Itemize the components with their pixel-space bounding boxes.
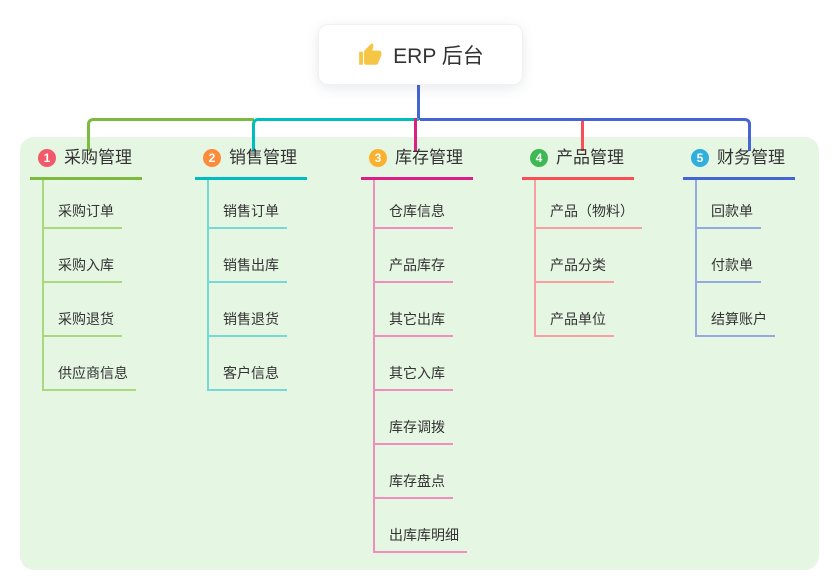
child-node[interactable]: 采购退货: [44, 283, 122, 337]
connector-elbow-purchase: [87, 118, 254, 151]
child-node[interactable]: 库存盘点: [375, 445, 453, 499]
priority-badge-1: 1: [38, 149, 56, 167]
child-node[interactable]: 产品分类: [536, 229, 614, 283]
child-node[interactable]: 付款单: [697, 229, 761, 283]
branch-sales: 2 销售管理 销售订单 销售出库 销售退货 客户信息: [195, 146, 307, 391]
branch-inventory: 3 库存管理 仓库信息 产品库存 其它出库 其它入库 库存调拨 库存盘点 出库库…: [361, 146, 473, 553]
branch-node-product[interactable]: 4 产品管理: [522, 146, 634, 180]
branch-label: 销售管理: [229, 148, 297, 167]
branch-node-inventory[interactable]: 3 库存管理: [361, 146, 473, 180]
root-node[interactable]: ERP 后台: [318, 24, 523, 85]
connector-root-vertical: [417, 85, 420, 120]
child-node[interactable]: 销售订单: [209, 180, 287, 229]
branch-node-purchase[interactable]: 1 采购管理: [30, 146, 142, 180]
child-node[interactable]: 采购入库: [44, 229, 122, 283]
child-node[interactable]: 供应商信息: [44, 337, 136, 391]
branch-purchase: 1 采购管理 采购订单 采购入库 采购退货 供应商信息: [30, 146, 142, 391]
child-node[interactable]: 回款单: [697, 180, 761, 229]
connector-drop-inventory: [414, 118, 417, 151]
priority-badge-2: 2: [203, 149, 221, 167]
child-node[interactable]: 其它入库: [375, 337, 453, 391]
child-node[interactable]: 销售退货: [209, 283, 287, 337]
child-node[interactable]: 产品（物料）: [536, 180, 642, 229]
child-node[interactable]: 产品单位: [536, 283, 614, 337]
branch-node-sales[interactable]: 2 销售管理: [195, 146, 307, 180]
branch-children-purchase: 采购订单 采购入库 采购退货 供应商信息: [42, 180, 136, 391]
priority-badge-5: 5: [691, 149, 709, 167]
priority-badge-4: 4: [530, 149, 548, 167]
thumbs-up-icon: [357, 42, 383, 68]
branch-product: 4 产品管理 产品（物料） 产品分类 产品单位: [522, 146, 642, 337]
child-node[interactable]: 仓库信息: [375, 180, 453, 229]
child-node[interactable]: 其它出库: [375, 283, 453, 337]
branch-children-inventory: 仓库信息 产品库存 其它出库 其它入库 库存调拨 库存盘点 出库库明细: [373, 180, 467, 553]
branch-finance: 5 财务管理 回款单 付款单 结算账户: [683, 146, 795, 337]
connector-drop-product: [581, 121, 584, 151]
branch-children-finance: 回款单 付款单 结算账户: [695, 180, 775, 337]
connector-elbow-sales: [252, 118, 419, 151]
branch-children-sales: 销售订单 销售出库 销售退货 客户信息: [207, 180, 287, 391]
branch-children-product: 产品（物料） 产品分类 产品单位: [534, 180, 642, 337]
child-node[interactable]: 销售出库: [209, 229, 287, 283]
child-node[interactable]: 出库库明细: [375, 499, 467, 553]
branch-label: 财务管理: [717, 148, 785, 167]
child-node[interactable]: 产品库存: [375, 229, 453, 283]
child-node[interactable]: 结算账户: [697, 283, 775, 337]
child-node[interactable]: 客户信息: [209, 337, 287, 391]
branch-label: 采购管理: [64, 148, 132, 167]
root-title: ERP 后台: [393, 44, 484, 68]
branch-node-finance[interactable]: 5 财务管理: [683, 146, 795, 180]
branch-label: 库存管理: [395, 148, 463, 167]
priority-badge-3: 3: [369, 149, 387, 167]
connector-elbow-finance: [420, 118, 751, 151]
branch-label: 产品管理: [556, 148, 624, 167]
child-node[interactable]: 采购订单: [44, 180, 122, 229]
child-node[interactable]: 库存调拨: [375, 391, 453, 445]
